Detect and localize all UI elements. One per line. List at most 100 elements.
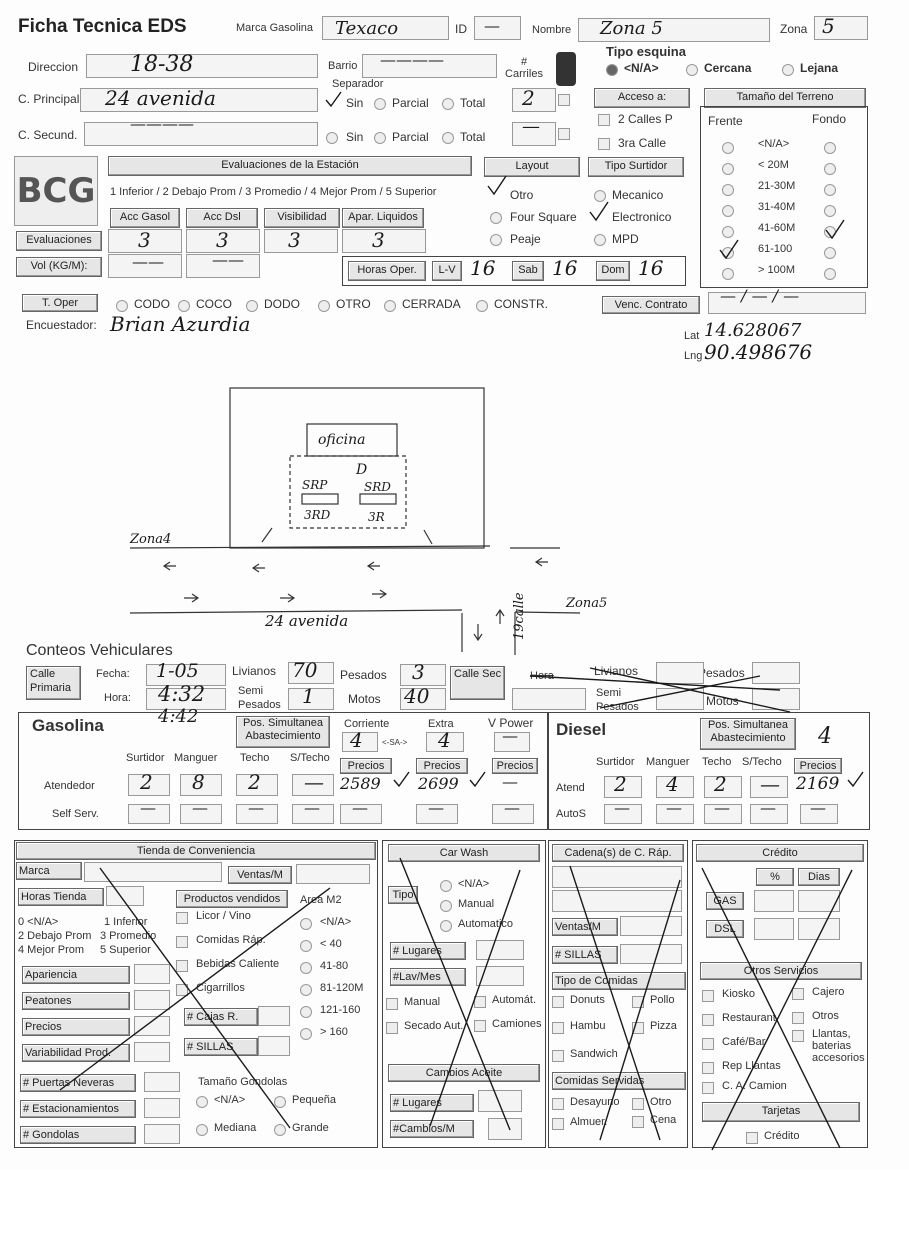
fondo-radio-3[interactable] <box>824 205 836 217</box>
cambios-lugares-field[interactable] <box>478 1090 522 1112</box>
acceso-button[interactable]: Acceso a: <box>594 88 690 108</box>
layout-peaje-radio[interactable] <box>490 234 502 246</box>
cadena-ventas-field[interactable] <box>620 916 682 936</box>
toper-radio-5[interactable] <box>476 300 488 312</box>
servicio-check-4[interactable] <box>702 1038 714 1050</box>
gondola-na-radio[interactable] <box>196 1096 208 1108</box>
area-radio-5[interactable] <box>300 1028 312 1040</box>
pizza-check[interactable] <box>632 1022 644 1034</box>
extra-pos-field[interactable] <box>426 732 464 752</box>
otro-comida-check[interactable] <box>632 1098 644 1110</box>
donuts-check[interactable] <box>552 996 564 1008</box>
sep-total-radio[interactable] <box>442 98 454 110</box>
livianos-field[interactable] <box>288 662 334 684</box>
servicio-check-7[interactable] <box>702 1082 714 1094</box>
sec-total-radio[interactable] <box>442 132 454 144</box>
marca-field[interactable] <box>322 16 449 40</box>
acceso-2calles-check[interactable] <box>598 114 610 126</box>
frente-radio-6[interactable] <box>722 268 734 280</box>
semi-field[interactable] <box>288 688 334 710</box>
fondo-radio-4[interactable] <box>824 226 836 238</box>
gondola-mediana-radio[interactable] <box>196 1124 208 1136</box>
esquina-cercana-radio[interactable] <box>686 64 698 76</box>
contrato-field[interactable] <box>708 292 866 314</box>
vol-field-1[interactable] <box>108 254 182 278</box>
esquina-lejana-radio[interactable] <box>782 64 794 76</box>
frente-radio-5[interactable] <box>722 247 734 259</box>
tienda-count-field-1[interactable] <box>144 1098 180 1118</box>
sec-motos-field[interactable] <box>752 688 800 710</box>
dsl-auto-field-1[interactable] <box>656 804 694 824</box>
servicio-check-3[interactable] <box>792 1012 804 1024</box>
product-check-1[interactable] <box>176 936 188 948</box>
gas-at-field-1[interactable] <box>180 774 222 796</box>
gas-at-field-0[interactable] <box>128 774 170 796</box>
sandwich-check[interactable] <box>552 1050 564 1062</box>
frente-radio-0[interactable] <box>722 142 734 154</box>
frente-radio-1[interactable] <box>722 163 734 175</box>
principal-field[interactable] <box>80 88 318 112</box>
cw-lugares-field[interactable] <box>476 940 524 960</box>
esquina-na-radio[interactable] <box>606 64 618 76</box>
credito-dsl-pct[interactable] <box>754 918 794 940</box>
toper-radio-0[interactable] <box>116 300 128 312</box>
servicio-check-2[interactable] <box>702 1014 714 1026</box>
cena-check[interactable] <box>632 1116 644 1128</box>
gas-at-field-2[interactable] <box>236 774 278 796</box>
tienda-sillas-field[interactable] <box>258 1036 290 1056</box>
product-check-0[interactable] <box>176 912 188 924</box>
tienda-eval-field-0[interactable] <box>134 964 170 984</box>
cw-na-radio[interactable] <box>440 880 452 892</box>
fondo-radio-0[interactable] <box>824 142 836 154</box>
dsl-auto-field-0[interactable] <box>604 804 642 824</box>
servicio-check-6[interactable] <box>702 1062 714 1074</box>
dsl-at-field-1[interactable] <box>656 776 694 798</box>
cajas-field[interactable] <box>258 1006 290 1026</box>
horas-tienda-field[interactable] <box>106 886 144 906</box>
layout-foursquare-radio[interactable] <box>490 212 502 224</box>
desayuno-check[interactable] <box>552 1098 564 1110</box>
product-check-3[interactable] <box>176 984 188 996</box>
almuer-check[interactable] <box>552 1118 564 1130</box>
sep-parcial-radio[interactable] <box>374 98 386 110</box>
sec-sin-radio[interactable] <box>326 132 338 144</box>
fondo-radio-6[interactable] <box>824 268 836 280</box>
area-radio-1[interactable] <box>300 940 312 952</box>
gondola-pequena-radio[interactable] <box>274 1096 286 1108</box>
sec-pesados-field[interactable] <box>752 662 800 684</box>
eval-field-3[interactable] <box>264 229 338 253</box>
toper-radio-4[interactable] <box>384 300 396 312</box>
gas-at-field-3[interactable] <box>292 774 334 796</box>
product-check-2[interactable] <box>176 960 188 972</box>
credito-dsl-dias[interactable] <box>798 918 840 940</box>
fondo-radio-2[interactable] <box>824 184 836 196</box>
pollo-check[interactable] <box>632 996 644 1008</box>
id-field[interactable] <box>474 16 521 40</box>
eval-field-2[interactable] <box>186 229 260 253</box>
credito-gas-dias[interactable] <box>798 890 840 912</box>
area-radio-4[interactable] <box>300 1006 312 1018</box>
cadena-sillas-field[interactable] <box>620 944 682 964</box>
sec-hora-field[interactable] <box>512 688 586 710</box>
direccion-field[interactable] <box>86 54 318 78</box>
vpower-pos-field[interactable] <box>494 732 530 752</box>
dsl-at-field-0[interactable] <box>604 776 642 798</box>
gas-self-field-5[interactable] <box>416 804 458 824</box>
tienda-eval-field-3[interactable] <box>134 1042 170 1062</box>
dsl-auto-field-3[interactable] <box>750 804 788 824</box>
cw-automat-check[interactable] <box>474 996 486 1008</box>
secundaria-field[interactable] <box>84 122 318 146</box>
area-radio-3[interactable] <box>300 984 312 996</box>
zona-field[interactable] <box>814 16 868 40</box>
eval-field-4[interactable] <box>342 229 426 253</box>
surtidor-mpd-radio[interactable] <box>594 234 606 246</box>
gondola-grande-radio[interactable] <box>274 1124 286 1136</box>
toper-radio-3[interactable] <box>318 300 330 312</box>
dsl-at-field-3[interactable] <box>750 776 788 798</box>
tienda-ventas-field[interactable] <box>296 864 370 884</box>
sec-parcial-radio[interactable] <box>374 132 386 144</box>
hora-field[interactable] <box>146 688 226 710</box>
fondo-radio-5[interactable] <box>824 247 836 259</box>
surtidor-mecanico-radio[interactable] <box>594 190 606 202</box>
servicio-check-5[interactable] <box>792 1030 804 1042</box>
